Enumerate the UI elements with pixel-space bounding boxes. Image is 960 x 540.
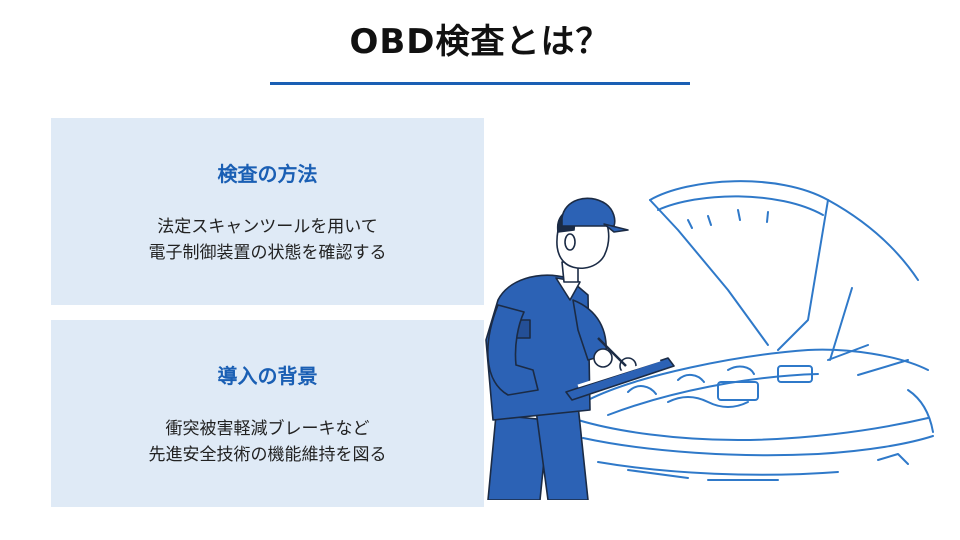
card-inspection-method: 検査の方法 法定スキャンツールを用いて 電子制御装置の状態を確認する bbox=[51, 118, 484, 305]
card-body-line: 衝突被害軽減ブレーキなど bbox=[165, 419, 370, 439]
title-underline bbox=[270, 82, 690, 85]
mechanic-illustration bbox=[485, 180, 934, 500]
card-body-line: 電子制御装置の状態を確認する bbox=[148, 243, 387, 263]
card-body-line: 法定スキャンツールを用いて bbox=[157, 217, 378, 237]
page-title: OBD検査とは？ bbox=[349, 22, 611, 62]
mechanic bbox=[485, 197, 675, 500]
card-background: 導入の背景 衝突被害軽減ブレーキなど 先進安全技術の機能維持を図る bbox=[51, 320, 484, 507]
card-body: 衝突被害軽減ブレーキなど 先進安全技術の機能維持を図る bbox=[51, 416, 484, 468]
card-heading: 導入の背景 bbox=[217, 364, 318, 388]
card-body: 法定スキャンツールを用いて 電子制御装置の状態を確認する bbox=[51, 214, 484, 266]
card-heading: 検査の方法 bbox=[217, 162, 318, 186]
card-body-line: 先進安全技術の機能維持を図る bbox=[148, 445, 387, 465]
car-line-art bbox=[577, 180, 934, 481]
